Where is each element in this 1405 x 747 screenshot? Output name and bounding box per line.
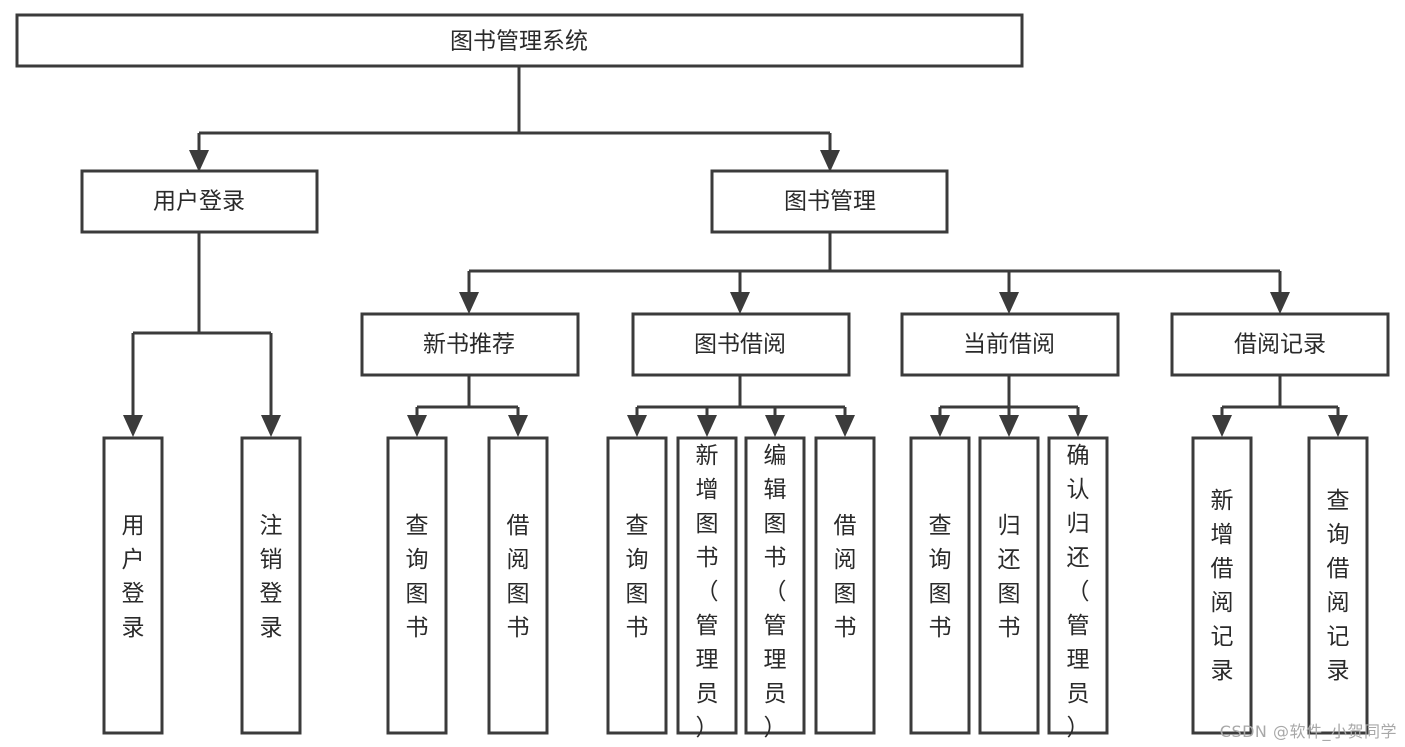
node-book-management[interactable]: 图书管理 (710, 169, 949, 234)
arrow-head-nbr-leaf2 (508, 415, 528, 437)
node-leaf-query-borrow-record-box[interactable] (1307, 436, 1369, 735)
node-root-book-management-system[interactable]: 图书管理系统 (15, 13, 1024, 68)
node-leaf-edit-book-admin-label: 编辑图书（管理员） (764, 443, 787, 741)
arrow-head-bb-leaf3 (765, 415, 785, 437)
node-leaf-add-book-admin-label: 新增图书（管理员） (696, 443, 719, 741)
node-book-borrow-label: 图书借阅 (694, 332, 786, 358)
node-leaf-logout-box[interactable] (240, 436, 302, 735)
node-book-borrow-box[interactable] (631, 312, 851, 377)
arrow-head-bb-leaf2 (697, 415, 717, 437)
node-leaf-confirm-return-admin-box[interactable] (1047, 436, 1109, 735)
node-leaf-query-book-nbr[interactable]: 查询图书 (386, 436, 448, 735)
node-user-login[interactable]: 用户登录 (80, 169, 319, 234)
node-new-book-recommendation-label: 新书推荐 (423, 332, 515, 358)
arrow-head-cb-leaf1 (930, 415, 950, 437)
node-root-box[interactable] (15, 13, 1024, 68)
node-leaf-user-login-label: 用户登录 (122, 513, 145, 641)
arrow-head-book-borrow (730, 292, 750, 314)
node-leaf-add-book-admin[interactable]: 新增图书（管理员） (676, 436, 738, 741)
arrow-head-nbr-leaf1 (407, 415, 427, 437)
node-leaf-query-book-nbr-box[interactable] (386, 436, 448, 735)
node-new-book-recommendation[interactable]: 新书推荐 (360, 312, 580, 377)
arrow-head-bb-leaf1 (627, 415, 647, 437)
node-current-borrow[interactable]: 当前借阅 (900, 312, 1120, 377)
node-borrow-record-label: 借阅记录 (1234, 332, 1326, 358)
arrow-head-br-leaf1 (1212, 415, 1232, 437)
node-leaf-borrow-book-nbr-box[interactable] (487, 436, 549, 735)
node-leaf-query-borrow-record-label: 查询借阅记录 (1327, 488, 1350, 684)
connector-layer (123, 66, 1348, 437)
node-user-login-label: 用户登录 (153, 189, 245, 215)
node-leaf-query-borrow-record[interactable]: 查询借阅记录 (1307, 436, 1369, 735)
node-leaf-return-book[interactable]: 归还图书 (978, 436, 1040, 735)
node-leaf-user-login-box[interactable] (102, 436, 164, 735)
node-leaf-add-borrow-record-box[interactable] (1191, 436, 1253, 735)
node-book-management-box[interactable] (710, 169, 949, 234)
node-leaf-borrow-book-bb[interactable]: 借阅图书 (814, 436, 876, 735)
node-leaf-borrow-book-nbr[interactable]: 借阅图书 (487, 436, 549, 735)
node-leaf-logout[interactable]: 注销登录 (240, 436, 302, 735)
node-leaf-add-book-admin-box[interactable] (676, 436, 738, 735)
node-current-borrow-label: 当前借阅 (963, 332, 1055, 358)
node-borrow-record[interactable]: 借阅记录 (1170, 312, 1390, 377)
arrow-head-current-borrow (999, 292, 1019, 314)
node-leaf-query-book-cb-box[interactable] (909, 436, 971, 735)
node-user-login-box[interactable] (80, 169, 319, 234)
node-leaf-query-book-cb[interactable]: 查询图书 (909, 436, 971, 735)
node-leaf-edit-book-admin[interactable]: 编辑图书（管理员） (744, 436, 806, 741)
node-book-borrow[interactable]: 图书借阅 (631, 312, 851, 377)
node-leaf-add-borrow-record[interactable]: 新增借阅记录 (1191, 436, 1253, 735)
node-leaf-borrow-book-bb-box[interactable] (814, 436, 876, 735)
arrow-head-leaf-user-login (123, 415, 143, 437)
node-new-book-recommendation-box[interactable] (360, 312, 580, 377)
node-leaf-query-book-bb-box[interactable] (606, 436, 668, 735)
arrow-head-bb-leaf4 (835, 415, 855, 437)
node-leaf-logout-label: 注销登录 (260, 513, 283, 641)
arrow-head-cb-leaf3 (1068, 415, 1088, 437)
node-leaf-query-book-bb[interactable]: 查询图书 (606, 436, 668, 735)
node-leaf-confirm-return-admin[interactable]: 确认归还（管理员） (1047, 436, 1109, 741)
node-leaf-borrow-book-nbr-label: 借阅图书 (507, 513, 530, 641)
node-leaf-confirm-return-admin-label: 确认归还（管理员） (1067, 443, 1090, 741)
node-leaf-query-book-nbr-label: 查询图书 (406, 513, 429, 641)
node-root-label: 图书管理系统 (450, 29, 588, 55)
node-borrow-record-box[interactable] (1170, 312, 1390, 377)
node-leaf-query-book-cb-label: 查询图书 (929, 513, 952, 641)
arrow-head-new-book-rec (459, 292, 479, 314)
node-leaf-edit-book-admin-box[interactable] (744, 436, 806, 735)
node-leaf-user-login[interactable]: 用户登录 (102, 436, 164, 735)
arrow-head-leaf-logout (261, 415, 281, 437)
arrow-head-user-login (189, 150, 209, 172)
arrow-head-borrow-record (1270, 292, 1290, 314)
node-leaf-borrow-book-bb-label: 借阅图书 (834, 513, 857, 641)
arrow-head-cb-leaf2 (999, 415, 1019, 437)
node-current-borrow-box[interactable] (900, 312, 1120, 377)
node-leaf-return-book-box[interactable] (978, 436, 1040, 735)
arrow-head-book-management (820, 150, 840, 172)
arrow-head-br-leaf2 (1328, 415, 1348, 437)
node-book-management-label: 图书管理 (784, 189, 876, 215)
node-leaf-add-borrow-record-label: 新增借阅记录 (1211, 488, 1234, 684)
node-leaf-query-book-bb-label: 查询图书 (626, 513, 649, 641)
node-leaf-return-book-label: 归还图书 (998, 513, 1021, 641)
